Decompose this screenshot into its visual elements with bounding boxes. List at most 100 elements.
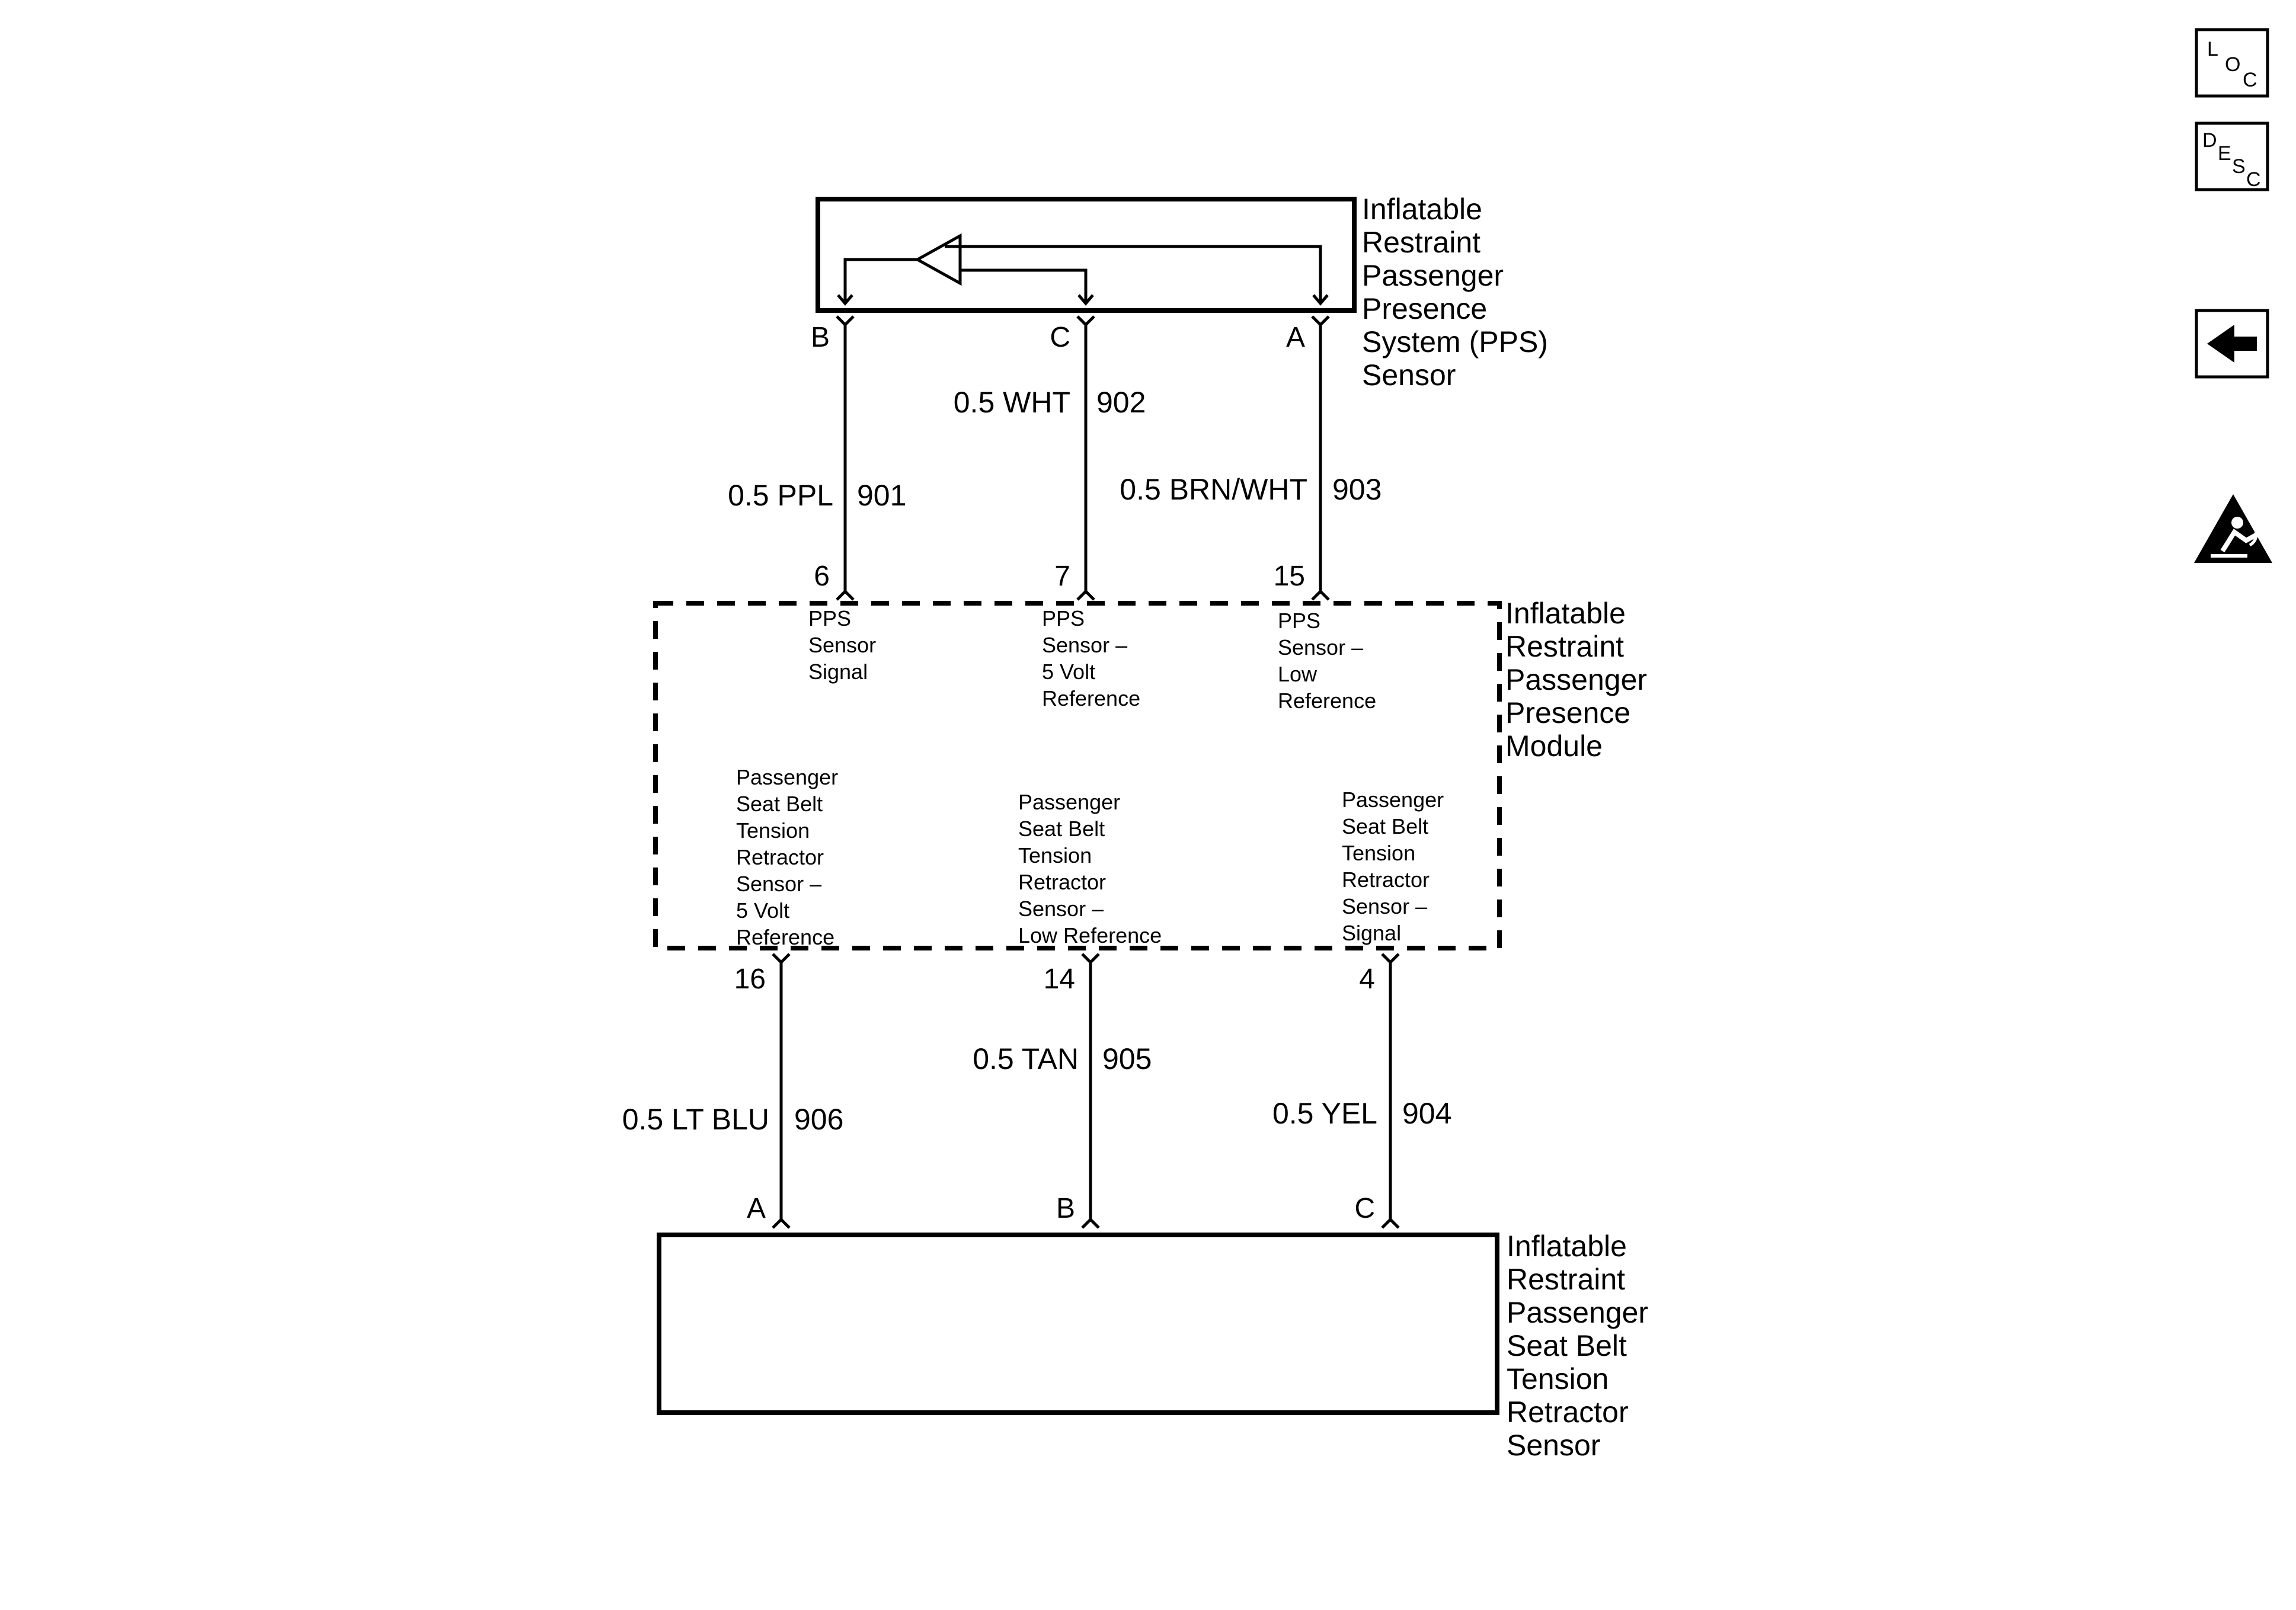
module-name-line-5: Module	[1505, 729, 1603, 763]
seatbelt-sensor-name-line-2: Restraint	[1507, 1263, 1625, 1296]
svg-text:D: D	[2202, 129, 2217, 152]
pps-sensor-name-line-2: Restraint	[1362, 226, 1480, 259]
seatbelt-sensor-name-line-3: Passenger	[1507, 1296, 1648, 1329]
wire-color-901: 0.5 PPL	[728, 479, 833, 512]
pps-sensor-name-line-4: Presence	[1362, 292, 1487, 325]
lower-wire-905: 14 0.5 TAN 905 B	[973, 953, 1152, 1229]
module-pin-7: 7	[1054, 561, 1070, 592]
svg-text:Retractor: Retractor	[1342, 868, 1430, 892]
pps-sensor-signal-label: PPS Sensor Signal	[808, 606, 876, 684]
seatbelt-sensor-pin-a: A	[747, 1193, 766, 1224]
upper-wire-902: C 0.5 WHT 902 7	[954, 315, 1146, 601]
wire-color-902: 0.5 WHT	[954, 386, 1070, 419]
lower-wire-906: 16 0.5 LT BLU 906 A	[622, 953, 843, 1229]
wire-color-906: 0.5 LT BLU	[622, 1103, 769, 1136]
seatbelt-tension-sensor: Inflatable Restraint Passenger Seat Belt…	[657, 1230, 1648, 1462]
svg-text:Tension: Tension	[736, 818, 810, 843]
loc-button[interactable]: L O C	[2195, 28, 2269, 98]
svg-text:Seat Belt: Seat Belt	[1018, 817, 1105, 841]
desc-icon: D E S C	[2202, 129, 2261, 191]
svg-text:5 Volt: 5 Volt	[736, 898, 789, 923]
svg-text:Reference: Reference	[736, 925, 834, 949]
module-pin-14: 14	[1044, 964, 1075, 995]
svg-text:PPS: PPS	[1042, 606, 1085, 630]
seatbelt-sensor-name-line-5: Tension	[1507, 1362, 1609, 1395]
svg-text:S: S	[2232, 155, 2246, 178]
module-name-line-3: Passenger	[1505, 663, 1647, 696]
svg-text:Low Reference: Low Reference	[1018, 923, 1162, 948]
svg-text:Sensor –: Sensor –	[736, 872, 821, 896]
module-pin-4: 4	[1359, 964, 1375, 995]
pps-sensor-low-reference-label: PPS Sensor – Low Reference	[1278, 609, 1376, 713]
seatbelt-sensor-5v-reference-label: Passenger Seat Belt Tension Retractor Se…	[736, 765, 838, 949]
circuit-number-905: 905	[1102, 1042, 1152, 1076]
circuit-number-902: 902	[1096, 386, 1146, 419]
module-pin-16: 16	[734, 964, 766, 995]
airbag-warning-icon	[2194, 494, 2272, 563]
pps-sensor-pin-b: B	[811, 322, 830, 353]
svg-text:Passenger: Passenger	[736, 765, 838, 789]
svg-text:Sensor –: Sensor –	[1278, 635, 1363, 660]
svg-text:Sensor –: Sensor –	[1042, 633, 1127, 657]
seatbelt-sensor-name-line-4: Seat Belt	[1507, 1329, 1627, 1362]
seatbelt-sensor-signal-label: Passenger Seat Belt Tension Retractor Se…	[1342, 788, 1444, 945]
wire-color-903: 0.5 BRN/WHT	[1120, 473, 1307, 506]
svg-text:L: L	[2207, 38, 2218, 60]
pps-sensor-name-line-3: Passenger	[1362, 259, 1504, 292]
seatbelt-sensor-name-line-6: Retractor	[1507, 1395, 1629, 1429]
airbag-warning-button[interactable]	[2194, 494, 2272, 563]
svg-text:Sensor –: Sensor –	[1342, 894, 1427, 918]
seatbelt-sensor-name-line-1: Inflatable	[1507, 1230, 1627, 1263]
pps-sensor-pin-c: C	[1050, 322, 1070, 353]
circuit-number-901: 901	[857, 479, 906, 512]
seatbelt-sensor-box	[657, 1233, 1499, 1415]
svg-text:E: E	[2218, 142, 2231, 165]
upper-wire-901: B 0.5 PPL 901 6	[728, 315, 906, 601]
circuit-number-906: 906	[794, 1103, 843, 1136]
upper-wire-903: A 0.5 BRN/WHT 903 15	[1120, 315, 1382, 601]
back-button[interactable]	[2195, 309, 2269, 379]
seatbelt-sensor-name-line-7: Sensor	[1507, 1429, 1600, 1462]
svg-text:Seat Belt: Seat Belt	[736, 792, 823, 816]
svg-text:Sensor –: Sensor –	[1018, 897, 1104, 921]
svg-text:C: C	[2243, 69, 2257, 91]
svg-text:C: C	[2246, 168, 2261, 191]
module-name-line-2: Restraint	[1505, 630, 1624, 663]
loc-icon: L O C	[2207, 38, 2257, 91]
pps-sensor-name-line-1: Inflatable	[1362, 193, 1482, 226]
svg-text:Signal: Signal	[808, 660, 868, 684]
pps-sensor-pin-a: A	[1286, 322, 1305, 353]
svg-text:Passenger: Passenger	[1342, 788, 1444, 812]
svg-text:Reference: Reference	[1278, 689, 1376, 713]
svg-text:Reference: Reference	[1042, 686, 1140, 710]
svg-text:PPS: PPS	[808, 606, 851, 630]
pps-sensor-name-line-5: System (PPS)	[1362, 325, 1548, 359]
pps-sensor: Inflatable Restraint Passenger Presence …	[816, 193, 1548, 392]
module-pin-15: 15	[1274, 561, 1305, 592]
svg-text:Seat Belt: Seat Belt	[1342, 814, 1428, 838]
seatbelt-sensor-pin-b: B	[1056, 1193, 1075, 1224]
passenger-presence-module: Inflatable Restraint Passenger Presence …	[653, 597, 1647, 950]
svg-text:Retractor: Retractor	[736, 845, 824, 869]
svg-text:PPS: PPS	[1278, 609, 1320, 633]
lower-wire-904: 4 0.5 YEL 904 C	[1272, 953, 1451, 1229]
wire-color-905: 0.5 TAN	[973, 1042, 1079, 1076]
svg-text:Low: Low	[1278, 662, 1318, 686]
desc-button[interactable]: D E S C	[2195, 121, 2269, 191]
pps-sensor-box	[816, 197, 1357, 313]
module-pin-6: 6	[814, 561, 830, 592]
svg-text:O: O	[2225, 53, 2240, 76]
svg-text:5 Volt: 5 Volt	[1042, 660, 1095, 684]
wire-color-904: 0.5 YEL	[1272, 1097, 1377, 1130]
svg-text:Retractor: Retractor	[1018, 870, 1106, 894]
pps-sensor-name-line-6: Sensor	[1362, 359, 1456, 392]
module-name-line-4: Presence	[1505, 696, 1630, 729]
svg-text:Sensor: Sensor	[808, 633, 876, 657]
svg-text:Tension: Tension	[1018, 843, 1092, 868]
seatbelt-sensor-pin-c: C	[1354, 1193, 1375, 1224]
back-arrow-icon	[2207, 325, 2257, 363]
circuit-number-904: 904	[1402, 1097, 1451, 1130]
svg-text:Tension: Tension	[1342, 841, 1415, 865]
svg-text:Passenger: Passenger	[1018, 790, 1120, 814]
